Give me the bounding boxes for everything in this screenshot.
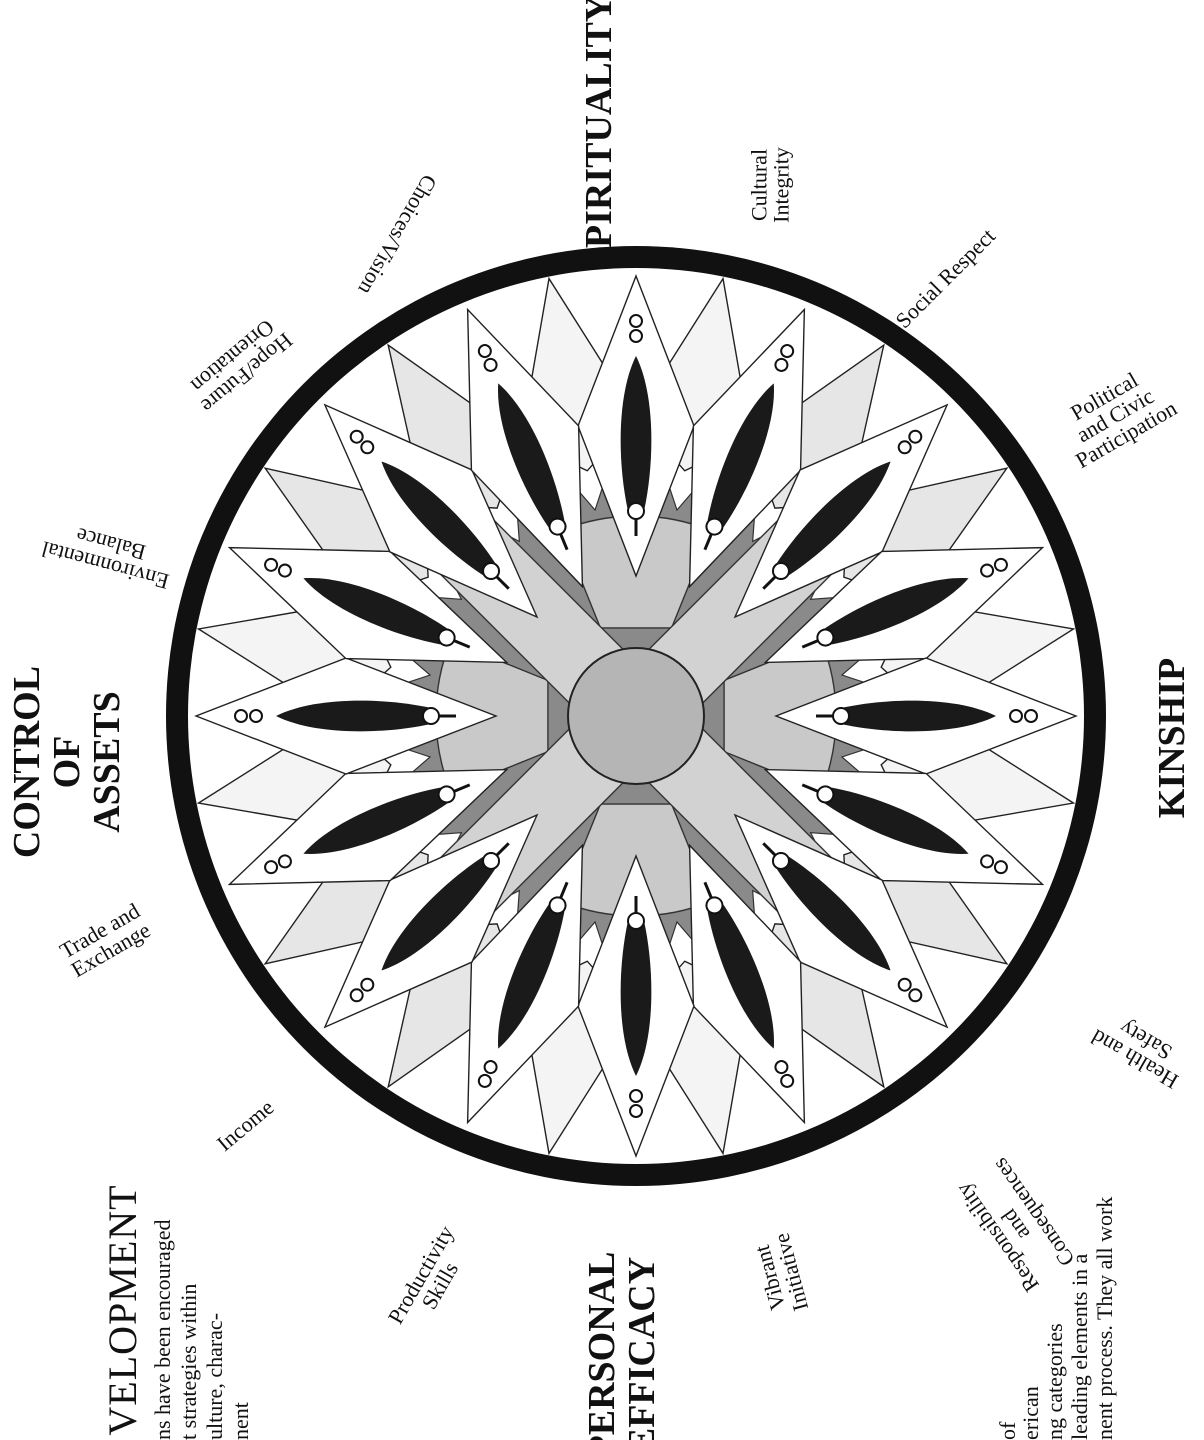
sidebar-paragraph-line: ns have been encouraged (150, 1219, 175, 1440)
label-choices-vision: Choices/Vision (353, 170, 442, 299)
category-kinship: KINSHIP (1151, 658, 1193, 818)
sidebar-paragraph-line: nent (228, 1402, 253, 1440)
label-health-safety: Health andSafety (1087, 1005, 1194, 1094)
category-spirituality: SPIRITUALITY (578, 0, 620, 269)
category-control-of-assets: CONTROLOFASSETS (6, 666, 128, 858)
label-hope-future: Hope/FutureOrientation (182, 311, 297, 418)
bottom-paragraph-line: ng categories (1042, 1323, 1067, 1440)
sidebar-paragraph-line: ulture, charac- (202, 1313, 227, 1440)
label-responsibility: ResponsibilityandConsequences (950, 1153, 1079, 1297)
label-social-respect: Social Respect (890, 223, 1000, 333)
label-income: Income (212, 1094, 279, 1156)
bottom-paragraph-line: leading elements in a (1067, 1253, 1092, 1440)
medicine-wheel (166, 246, 1106, 1186)
category-personal-efficacy: PERSONALEFFICACY (581, 1252, 663, 1440)
label-productivity-skills: ProductivitySkills (383, 1221, 478, 1339)
label-cultural-integrity: CulturalIntegrity (747, 147, 794, 223)
sidebar-paragraph-line: t strategies within (176, 1284, 201, 1440)
label-environmental-balance: EnvironmentalBalance (39, 515, 177, 594)
section-heading: VELOPMENT (100, 1184, 145, 1435)
label-trade-exchange: Trade andExchange (55, 898, 155, 983)
bottom-paragraph-line: erican (1018, 1386, 1043, 1440)
center-circle (568, 648, 704, 784)
label-vibrant-initiative: VibrantInitiative (747, 1231, 813, 1320)
bottom-paragraph-line: nent process. They all work (1092, 1197, 1117, 1440)
bottom-paragraph-line: of (995, 1421, 1020, 1440)
label-political-civic: Politicaland CivicParticipation (1049, 357, 1181, 473)
